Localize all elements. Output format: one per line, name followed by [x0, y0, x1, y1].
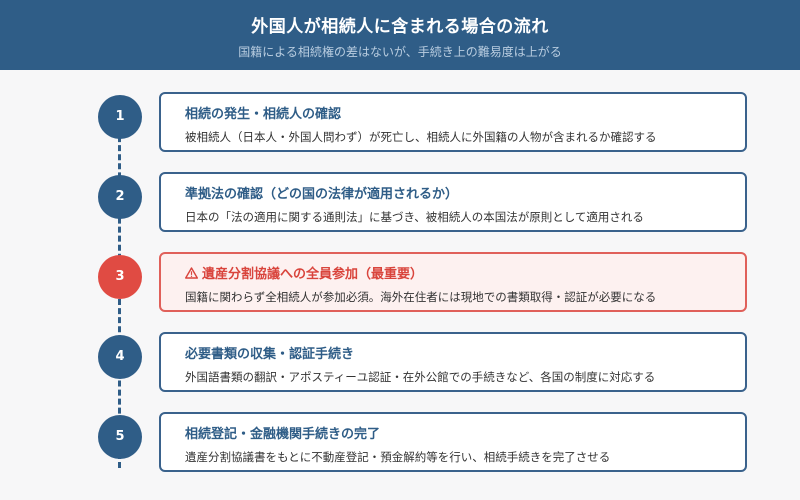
warning-icon: [185, 267, 198, 279]
step-5: 5 相続登記・金融機関手続きの完了 遺産分割協議書をもとに不動産登記・預金解約等…: [0, 412, 800, 476]
step-title: 遺産分割協議への全員参加（最重要）: [202, 267, 424, 282]
step-title: 準拠法の確認（どの国の法律が適用されるか）: [185, 187, 459, 202]
step-number-badge: 4: [98, 335, 142, 379]
header-banner: 外国人が相続人に含まれる場合の流れ 国籍による相続権の差はないが、手続き上の難易…: [0, 0, 800, 70]
page-subtitle: 国籍による相続権の差はないが、手続き上の難易度は上がる: [238, 45, 562, 59]
step-1: 1 相続の発生・相続人の確認 被相続人（日本人・外国人問わず）が死亡し、相続人に…: [0, 92, 800, 156]
step-3: 3 遺産分割協議への全員参加（最重要） 国籍に関わらず全相続人が参加必須。海外在…: [0, 252, 800, 316]
step-number-badge: 5: [98, 415, 142, 459]
step-card: 相続登記・金融機関手続きの完了 遺産分割協議書をもとに不動産登記・預金解約等を行…: [159, 412, 747, 472]
step-title: 必要書類の収集・認証手続き: [185, 347, 355, 362]
step-title: 相続の発生・相続人の確認: [185, 107, 342, 122]
step-card-important: 遺産分割協議への全員参加（最重要） 国籍に関わらず全相続人が参加必須。海外在住者…: [159, 252, 747, 312]
step-4: 4 必要書類の収集・認証手続き 外国語書類の翻訳・アポスティーユ認証・在外公館で…: [0, 332, 800, 396]
step-description: 国籍に関わらず全相続人が参加必須。海外在住者には現地での書類取得・認証が必要にな…: [185, 290, 657, 304]
step-description: 日本の「法の適用に関する通則法」に基づき、被相続人の本国法が原則として適用される: [185, 210, 644, 224]
step-card: 必要書類の収集・認証手続き 外国語書類の翻訳・アポスティーユ認証・在外公館での手…: [159, 332, 747, 392]
step-number-badge: 2: [98, 175, 142, 219]
step-title-row: 遺産分割協議への全員参加（最重要）: [185, 263, 423, 282]
page-title: 外国人が相続人に含まれる場合の流れ: [251, 17, 549, 37]
step-card: 準拠法の確認（どの国の法律が適用されるか） 日本の「法の適用に関する通則法」に基…: [159, 172, 747, 232]
step-2: 2 準拠法の確認（どの国の法律が適用されるか） 日本の「法の適用に関する通則法」…: [0, 172, 800, 236]
step-number-badge: 3: [98, 255, 142, 299]
step-description: 外国語書類の翻訳・アポスティーユ認証・在外公館での手続きなど、各国の制度に対応す…: [185, 370, 656, 384]
step-description: 遺産分割協議書をもとに不動産登記・預金解約等を行い、相続手続きを完了させる: [185, 450, 611, 464]
step-title: 相続登記・金融機関手続きの完了: [185, 427, 381, 442]
step-card: 相続の発生・相続人の確認 被相続人（日本人・外国人問わず）が死亡し、相続人に外国…: [159, 92, 747, 152]
step-number-badge: 1: [98, 95, 142, 139]
step-description: 被相続人（日本人・外国人問わず）が死亡し、相続人に外国籍の人物が含まれるか確認す…: [185, 130, 657, 144]
